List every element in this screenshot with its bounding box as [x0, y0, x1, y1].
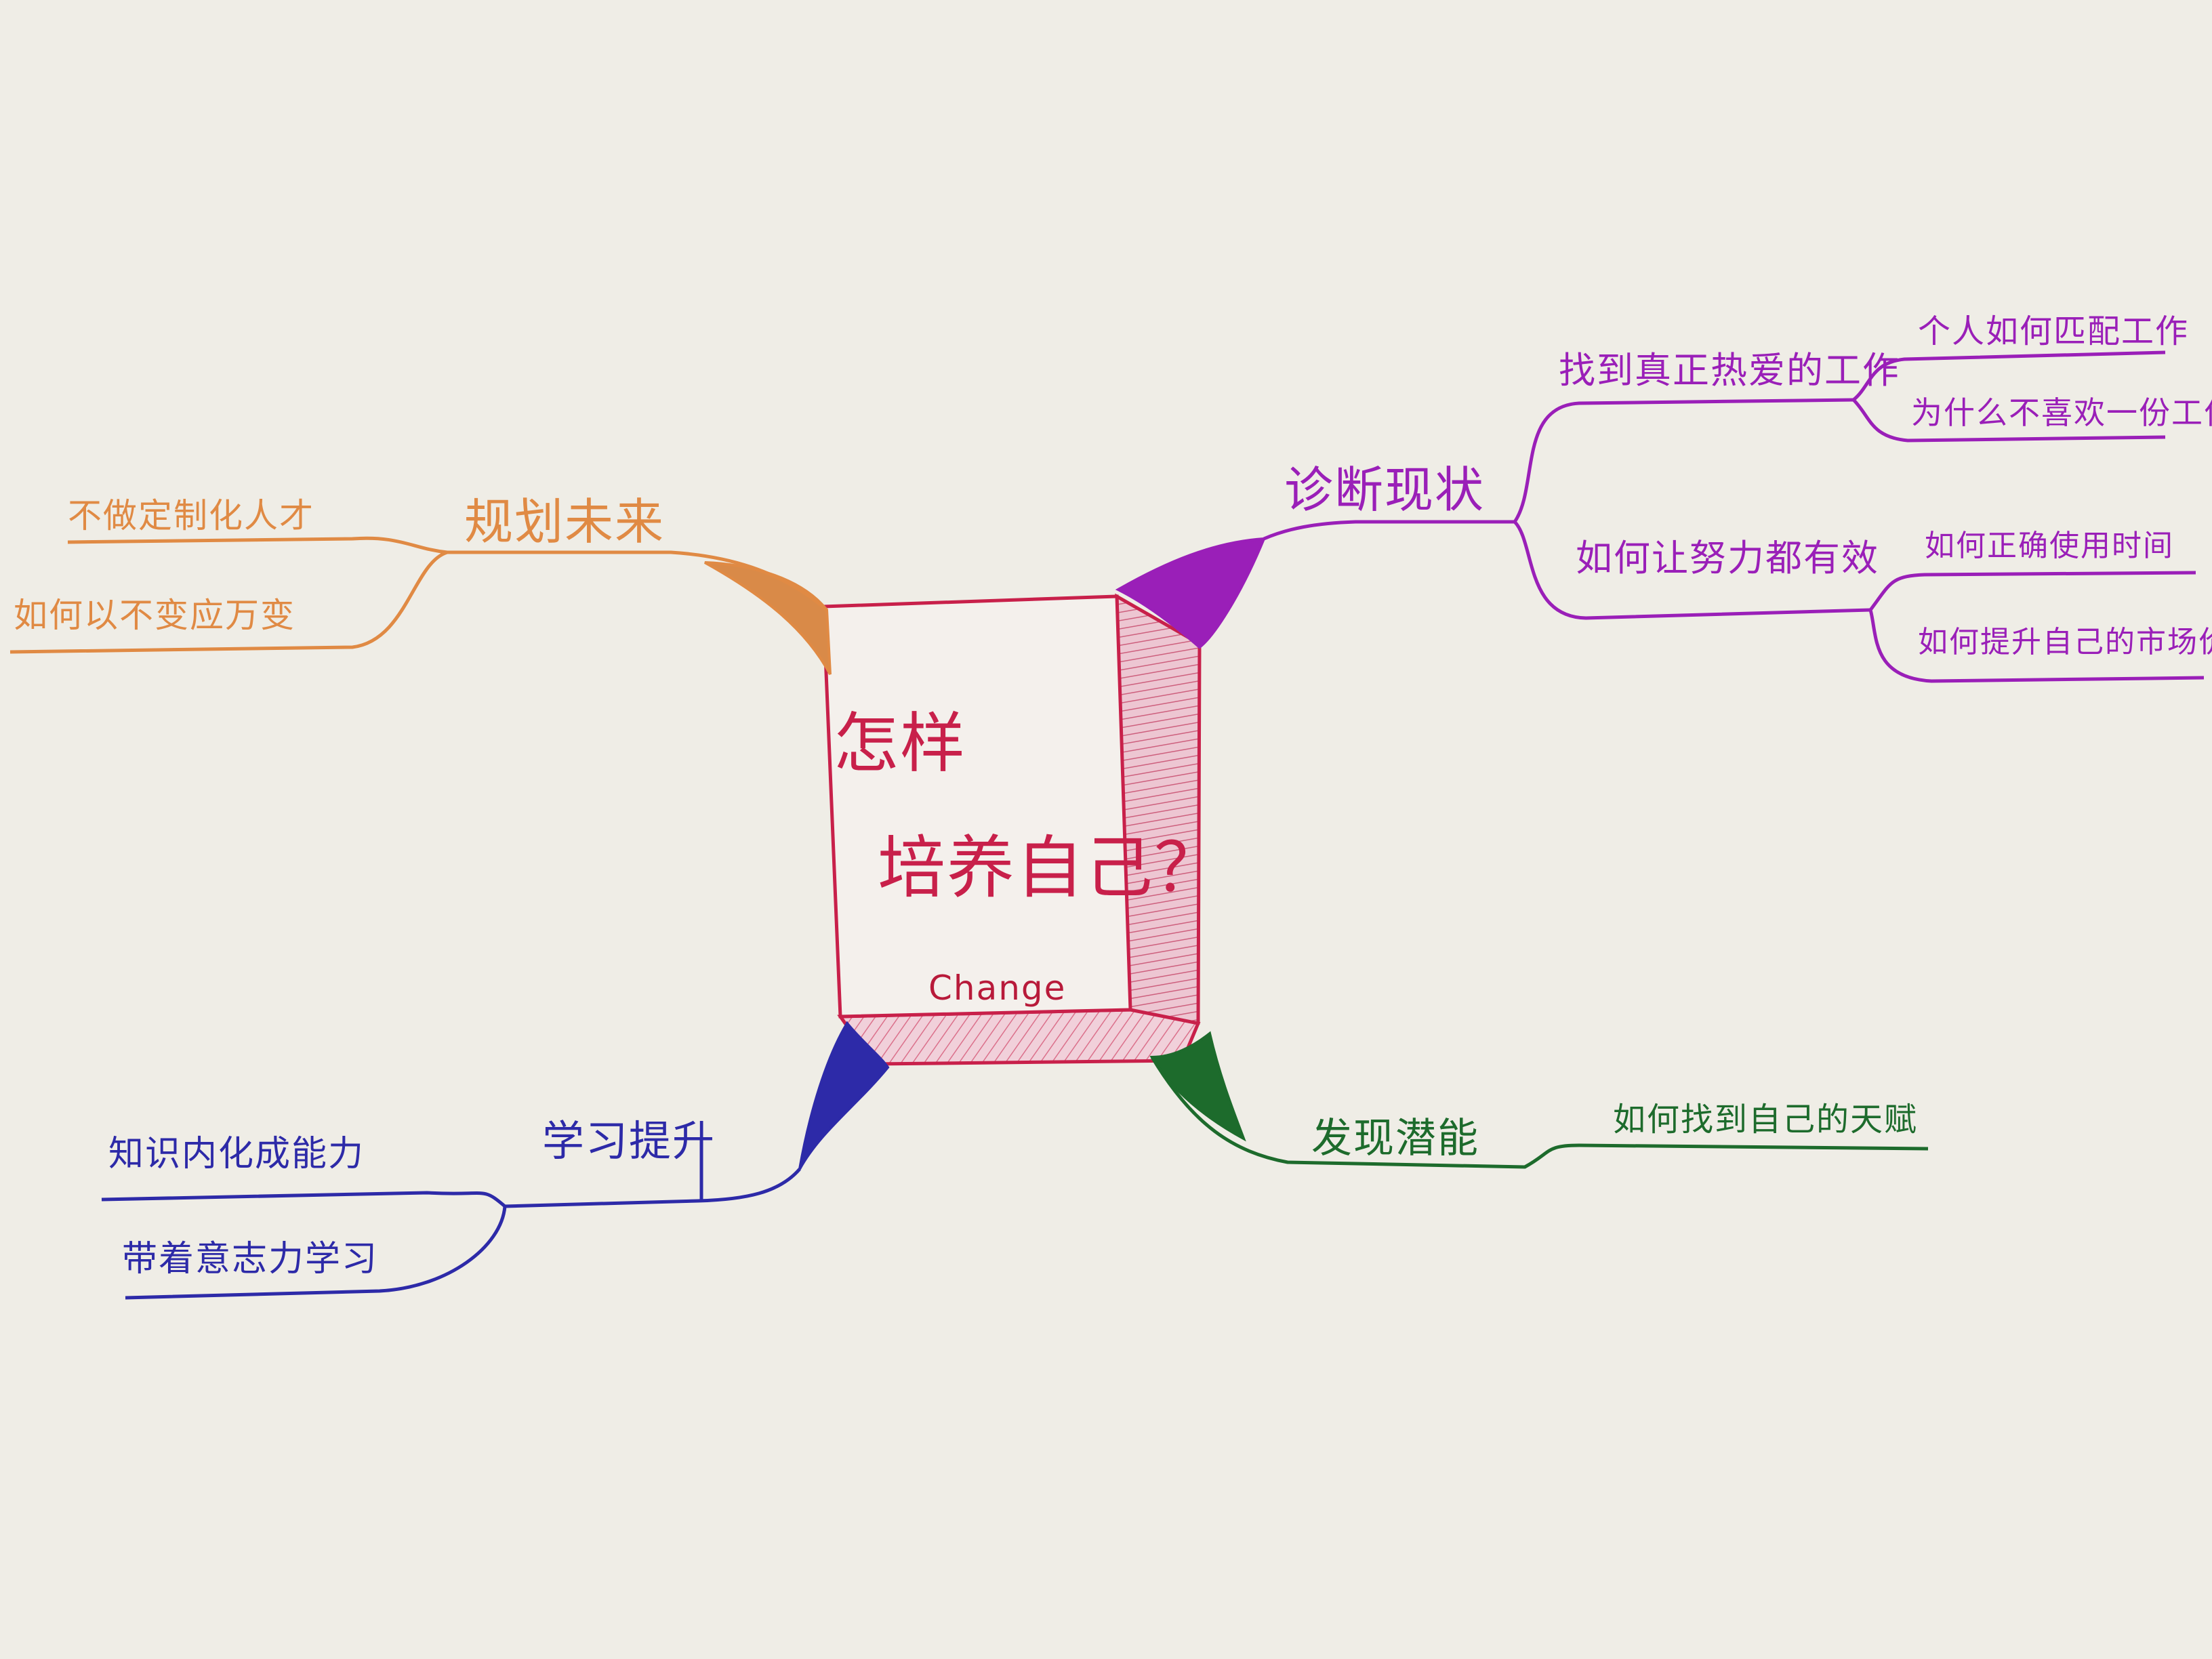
learn-label: 学习提升 — [542, 1116, 716, 1166]
diagnose-sub2-fork — [1868, 571, 2205, 683]
potential-root-wedge — [1149, 1031, 1246, 1142]
plan-label: 规划未来 — [464, 493, 665, 550]
diagnose-sub2-item-1: 如何正确使用时间 — [1925, 529, 2174, 563]
branch-diagnose: 诊断现状 找到真正热爱的工作 如何让努力都有效 个人如何匹配工作 为什么不喜欢一… — [1115, 312, 2212, 683]
branch-plan: 规划未来 不做定制化人才 如何以不变应万变 — [9, 493, 832, 675]
diagnose-fork — [1513, 398, 1871, 620]
plan-main-line — [441, 550, 828, 611]
box-front-face — [821, 594, 1132, 1019]
diagnose-root-wedge — [1115, 537, 1267, 649]
diagnose-label: 诊断现状 — [1284, 462, 1485, 518]
diagnose-sub1-fork — [1852, 350, 2166, 443]
learn-fork — [101, 1191, 507, 1300]
central-title-line1: 怎样 — [834, 705, 966, 781]
branch-learn: 学习提升 知识内化成能力 带着意志力学习 — [101, 1021, 890, 1300]
learn-main-line — [504, 1168, 801, 1208]
central-title-line2: 培养自己？ — [878, 828, 1223, 907]
central-topic: 怎样 培养自己？ Change — [821, 593, 1223, 1066]
diagnose-sub2-item-2: 如何提升自己的市场价值 — [1918, 625, 2212, 659]
plan-item-1: 不做定制化人才 — [68, 496, 314, 535]
plan-item-2: 如何以不变应万变 — [14, 596, 295, 635]
branch-potential: 发现潜能 如何找到自己的天赋 — [1149, 1031, 1929, 1169]
diagnose-sub1-item-1: 个人如何匹配工作 — [1918, 312, 2189, 350]
diagnose-main-line — [1263, 520, 1515, 541]
potential-item-1: 如何找到自己的天赋 — [1613, 1101, 1918, 1139]
central-subtitle: Change — [928, 968, 1066, 1008]
box-bottom-side — [837, 1008, 1201, 1066]
learn-item-1: 知识内化成能力 — [108, 1134, 365, 1174]
potential-label: 发现潜能 — [1311, 1115, 1479, 1162]
diagnose-sub1-item-2: 为什么不喜欢一份工作 — [1911, 394, 2212, 431]
potential-main-line — [1150, 1056, 1929, 1169]
diagnose-sub2-label: 如何让努力都有效 — [1576, 537, 1879, 579]
learn-item-2: 带着意志力学习 — [122, 1239, 378, 1279]
diagnose-sub1-label: 找到真正热爱的工作 — [1559, 349, 1900, 392]
learn-root-wedge — [798, 1021, 890, 1170]
plan-root-wedge — [704, 561, 832, 675]
plan-fork — [9, 536, 448, 654]
